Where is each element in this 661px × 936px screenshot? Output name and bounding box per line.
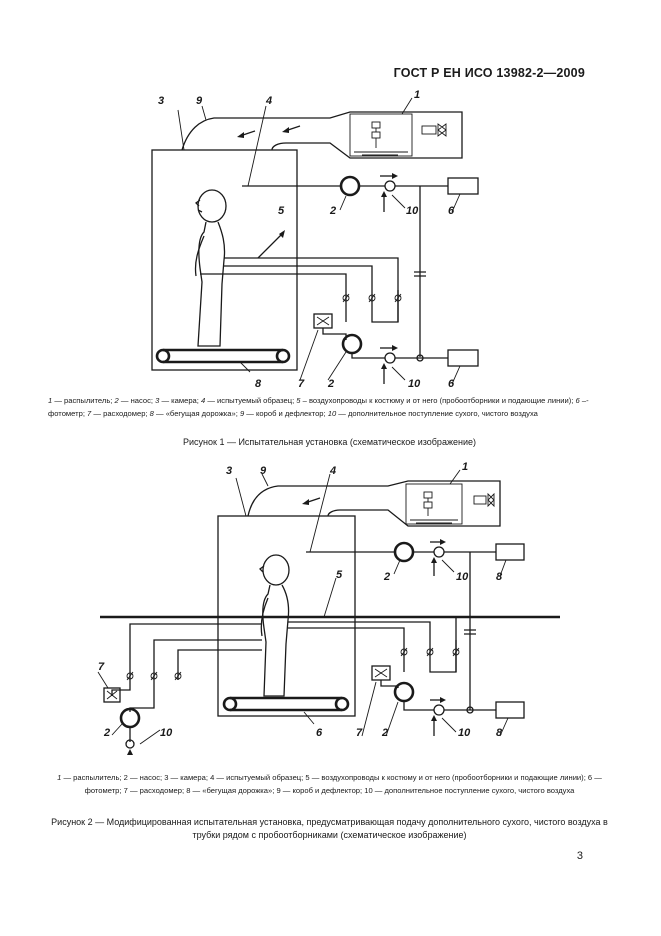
fig2-label-7b: 7 xyxy=(356,727,363,739)
fig2-label-10a: 10 xyxy=(456,571,469,583)
document-header: ГОСТ Р ЕН ИСО 13982-2—2009 xyxy=(393,66,585,80)
fig2-label-4: 4 xyxy=(329,465,336,477)
figure-2-caption: Рисунок 2 — Модифицированная испытательн… xyxy=(51,817,608,840)
fig1-label-6a: 6 xyxy=(448,205,455,217)
fig2-label-2a: 2 xyxy=(383,571,390,583)
fig1-label-9: 9 xyxy=(196,95,203,107)
fig1-label-3: 3 xyxy=(158,95,164,107)
fig2-label-2b: 2 xyxy=(381,727,388,739)
fig2-label-8b: 8 xyxy=(496,727,503,739)
fig2-label-10b: 10 xyxy=(458,727,471,739)
fig2-label-3: 3 xyxy=(226,465,232,477)
fig2-label-1: 1 xyxy=(462,461,468,473)
fig2-label-10c: 10 xyxy=(160,727,173,739)
fig1-label-5: 5 xyxy=(278,205,285,217)
figure-2-legend: 1 — распылитель; 2 — насос; 3 — камера; … xyxy=(57,773,602,795)
fig1-label-2b: 2 xyxy=(327,378,334,390)
figure-1-diagram: 3 9 4 1 5 2 10 6 7 2 8 10 6 xyxy=(0,86,661,391)
figure-2-diagram: 3 9 4 1 5 2 10 8 7 2 10 6 7 2 10 8 xyxy=(0,455,661,755)
fig2-label-5: 5 xyxy=(336,569,343,581)
fig1-label-6b: 6 xyxy=(448,378,455,390)
fig1-label-1: 1 xyxy=(414,89,420,101)
fig2-label-9: 9 xyxy=(260,465,267,477)
fig1-label-4: 4 xyxy=(265,95,272,107)
fig2-label-6: 6 xyxy=(316,727,323,739)
page-number: 3 xyxy=(576,850,583,862)
fig1-label-8: 8 xyxy=(255,378,262,390)
fig1-label-2a: 2 xyxy=(329,205,336,217)
fig2-label-7a: 7 xyxy=(98,661,105,673)
figure-1-caption: Рисунок 1 — Испытательная установка (схе… xyxy=(183,437,476,447)
figure-1-legend: 1 — распылитель; 2 — насос; 3 — камера; … xyxy=(48,396,589,418)
fig1-label-10b: 10 xyxy=(408,378,421,390)
fig2-label-2c: 2 xyxy=(103,727,110,739)
fig1-label-10a: 10 xyxy=(406,205,419,217)
fig1-label-7: 7 xyxy=(298,378,305,390)
fig2-label-8a: 8 xyxy=(496,571,503,583)
